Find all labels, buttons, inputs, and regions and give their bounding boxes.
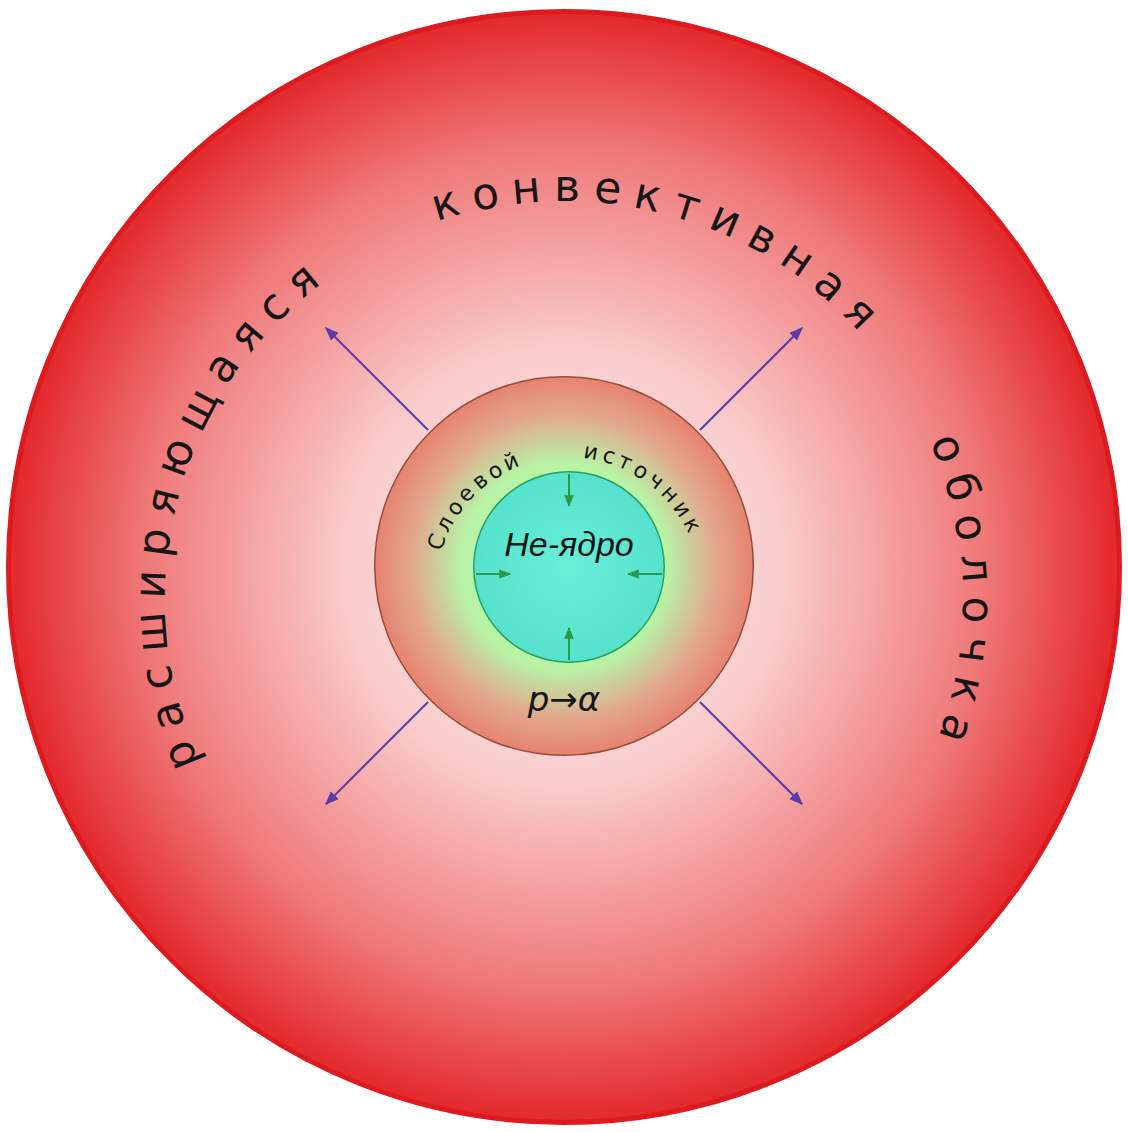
letter: а: [807, 258, 856, 309]
circle-shape: [474, 472, 665, 663]
letter: ч: [952, 634, 999, 665]
letter: р: [155, 734, 206, 776]
letter: р: [130, 525, 177, 559]
layer-source: Слоевой источникp→αHe-ядро: [374, 376, 754, 756]
letter: С: [424, 531, 450, 553]
expansion-arrow: [700, 702, 802, 804]
letter: и: [582, 440, 600, 464]
letter: я: [137, 483, 186, 519]
expansion-arrow: [700, 328, 802, 430]
letter: к: [944, 672, 993, 707]
letter: т: [615, 450, 636, 475]
contraction-arrow: [476, 573, 510, 575]
letter: с: [248, 282, 296, 330]
letter: и: [669, 497, 695, 521]
letter: в: [741, 211, 785, 262]
letter: я: [836, 287, 886, 337]
letter: а: [932, 709, 982, 748]
letter: о: [442, 496, 468, 520]
letter: ю: [148, 433, 202, 483]
circle-shape: [9, 12, 1120, 1123]
contraction-arrow: [568, 474, 570, 506]
letter: к: [631, 170, 666, 218]
letter: [311, 237, 347, 281]
letter: о: [956, 596, 1001, 624]
letter: е: [454, 481, 479, 506]
expansion-arrows: [326, 328, 802, 804]
expansion-arrow: [326, 328, 428, 430]
letter: н: [510, 165, 543, 211]
letter: а: [142, 697, 192, 735]
letter: и: [128, 569, 173, 599]
letter: [862, 318, 905, 357]
letter: о: [630, 458, 653, 484]
letter: с: [600, 444, 618, 469]
letter: и: [704, 193, 748, 245]
contraction-arrows: [476, 474, 662, 660]
contraction-arrow: [568, 628, 570, 660]
letter: н: [774, 232, 823, 285]
letter: о: [483, 458, 506, 484]
letter: л: [432, 512, 458, 535]
letter: а: [196, 344, 248, 391]
letter: щ: [168, 380, 226, 437]
letter: [519, 445, 532, 468]
letter: л: [954, 552, 1000, 583]
letter: с: [134, 662, 182, 694]
helium-core: He-ядро: [473, 471, 665, 663]
contraction-arrow: [628, 573, 662, 575]
letter: й: [500, 449, 522, 475]
letter: о: [947, 510, 995, 544]
circle-outline: [473, 471, 665, 663]
letter: о: [924, 427, 975, 468]
letter: в: [554, 164, 580, 208]
letter: т: [668, 180, 706, 230]
letter: б: [937, 468, 987, 506]
circle-shape: [375, 377, 754, 756]
expansion-arrow: [326, 702, 428, 804]
letter: я: [221, 311, 272, 360]
letter: ш: [128, 610, 175, 654]
core-label: He-ядро: [504, 525, 634, 564]
letter: к: [426, 179, 464, 229]
convective-envelope: расширяющаяся конвективная оболочкаСлоев…: [6, 9, 1122, 1125]
letter: о: [467, 169, 502, 217]
letter: н: [657, 481, 683, 507]
letter: я: [278, 254, 326, 305]
letter: ч: [644, 469, 668, 494]
letter: к: [679, 514, 705, 536]
reaction-label: p→α: [528, 680, 600, 719]
letter: в: [468, 469, 492, 494]
letter: е: [592, 165, 624, 212]
